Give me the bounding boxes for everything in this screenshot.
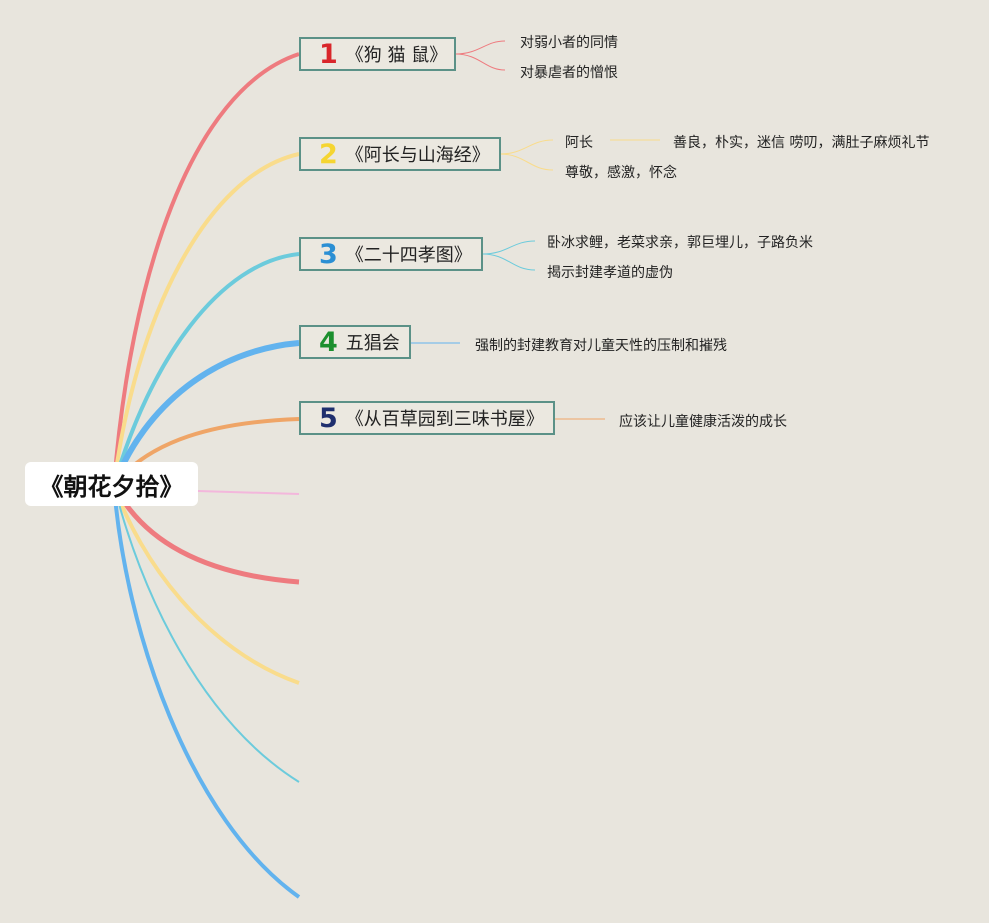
topic-1-node[interactable]: 1 《狗 猫 鼠》 — [299, 37, 456, 71]
topic-1-number: 1 — [319, 38, 338, 70]
topic-3-detail-2[interactable]: 揭示封建孝道的虚伪 — [547, 265, 673, 281]
topic-5-title: 《从百草园到三味书屋》 — [345, 409, 544, 430]
link-1a — [454, 40, 506, 55]
topic-2-title: 《阿长与山海经》 — [345, 145, 490, 166]
topic-2-detail-2[interactable]: 尊敬，感激，怀念 — [565, 165, 677, 181]
topic-3-title: 《二十四孝图》 — [345, 245, 472, 266]
topic-4-detail-1[interactable]: 强制的封建教育对儿童天性的压制和摧残 — [475, 338, 727, 354]
topic-3-node[interactable]: 3 《二十四孝图》 — [299, 237, 483, 271]
topic-1-detail-1[interactable]: 对弱小者的同情 — [520, 35, 618, 51]
topic-1-title: 《狗 猫 鼠》 — [345, 45, 448, 66]
topic-4-number: 4 — [319, 326, 338, 358]
branch-empty-red — [111, 483, 300, 585]
link-2b — [499, 153, 554, 171]
link-1b — [454, 53, 506, 71]
topic-5-node[interactable]: 5 《从百草园到三味书屋》 — [299, 401, 555, 435]
branch-empty-yellow — [112, 484, 300, 685]
branch-1 — [112, 52, 300, 486]
topic-2-detail-1[interactable]: 阿长 — [565, 135, 593, 151]
topic-3-number: 3 — [319, 238, 338, 270]
root-node[interactable]: 《朝花夕拾》 — [25, 462, 198, 506]
topic-5-detail-1[interactable]: 应该让儿童健康活泼的成长 — [619, 414, 787, 430]
topic-3-detail-1[interactable]: 卧冰求鲤，老菜求亲，郭巨埋儿，子路负米 — [547, 235, 813, 251]
link-3b — [481, 253, 536, 271]
branch-4 — [111, 340, 300, 487]
topic-5-number: 5 — [319, 402, 338, 434]
branch-empty-blue — [112, 484, 301, 899]
link-2a — [499, 139, 554, 155]
branch-2 — [112, 152, 300, 486]
branch-3 — [112, 252, 300, 486]
branch-empty-pink — [197, 490, 300, 495]
topic-2-sub-detail[interactable]: 善良，朴实，迷信 唠叨，满肚子麻烦礼节 — [673, 135, 930, 151]
topic-2-number: 2 — [319, 138, 338, 170]
topic-1-detail-2[interactable]: 对暴虐者的憎恨 — [520, 65, 618, 81]
topic-2-node[interactable]: 2 《阿长与山海经》 — [299, 137, 501, 171]
branch-empty-cyan — [113, 484, 300, 783]
topic-4-node[interactable]: 4 五猖会 — [299, 325, 411, 359]
link-3a — [481, 240, 536, 255]
topic-4-title: 五猖会 — [345, 333, 400, 354]
